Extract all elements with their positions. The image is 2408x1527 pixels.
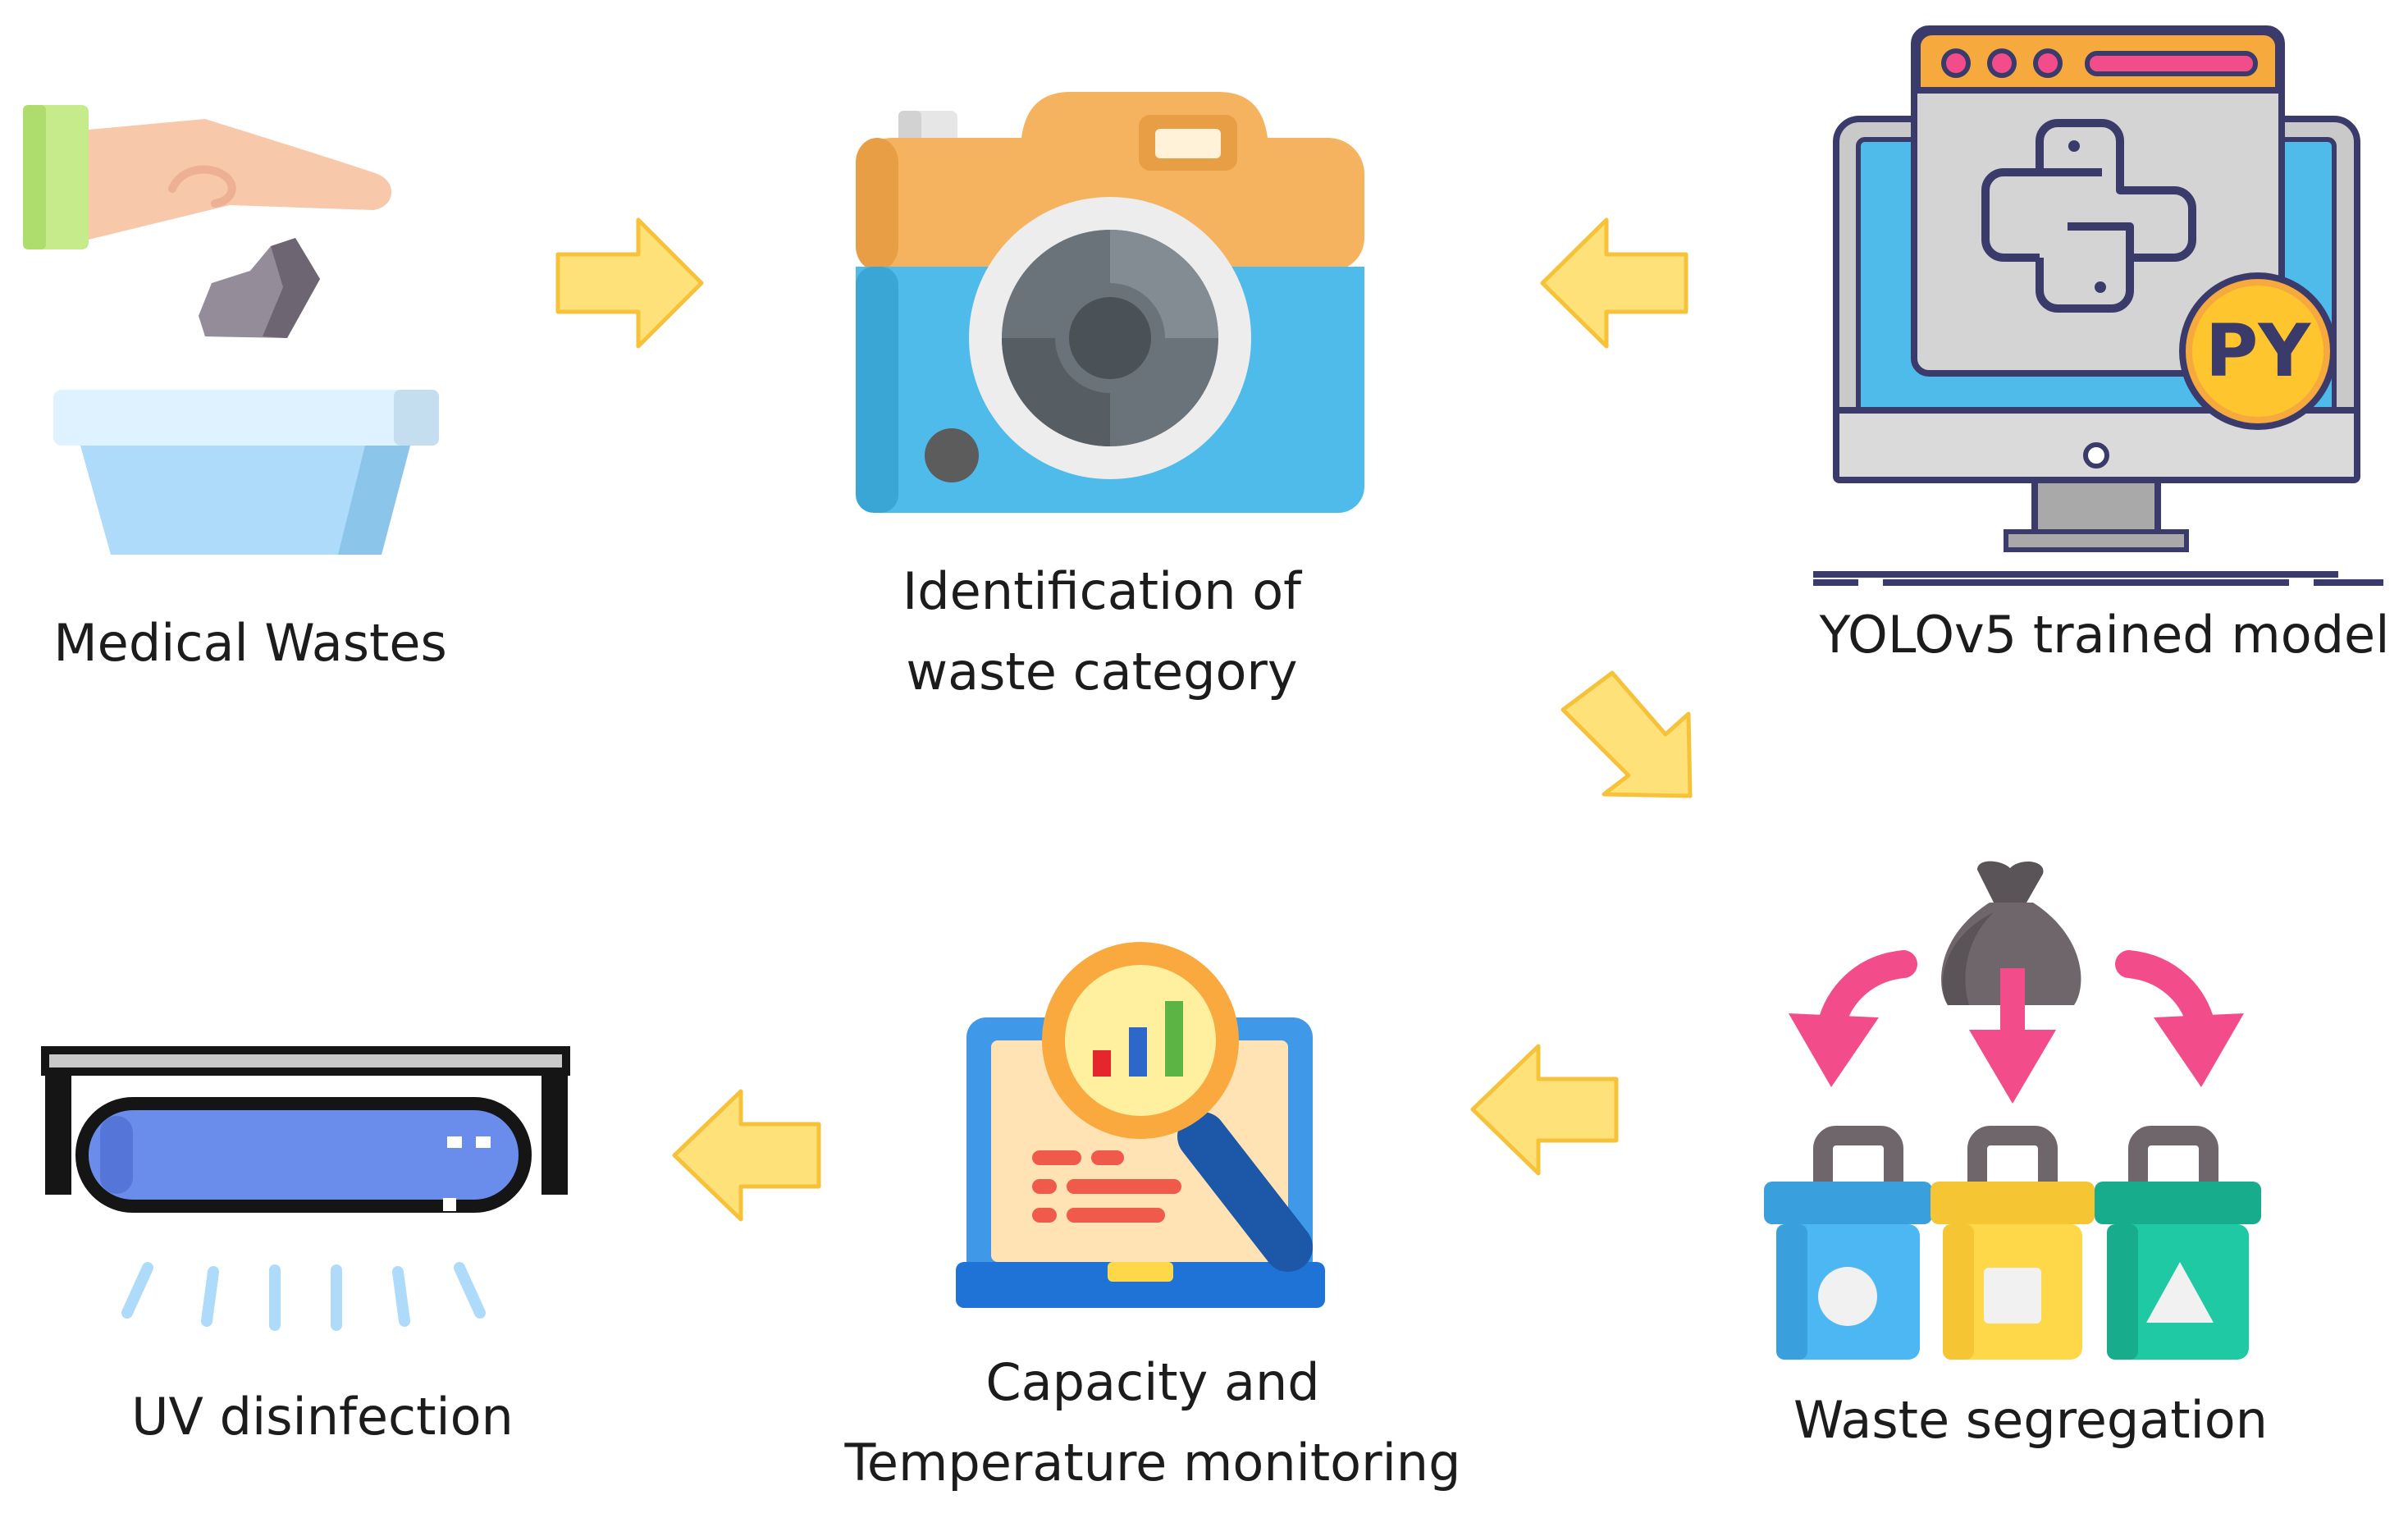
waste-segregation-label: Waste segregation: [1793, 1390, 2268, 1450]
py-badge-text: PY: [2205, 309, 2311, 393]
capacity-label-line1: Capacity and: [985, 1352, 1319, 1412]
capacity-label-line2: Temperature monitoring: [844, 1433, 1461, 1493]
identification-label-line2: waste category: [906, 642, 1297, 702]
uv-lamp-icon: [41, 1046, 570, 1331]
arrow-yolo-to-identification: [1540, 217, 1688, 349]
arrow-monitoring-to-uv: [672, 1089, 821, 1222]
medical-waste-icon: [23, 105, 439, 555]
arrow-medical-to-identification: [555, 217, 704, 349]
waste-segregation-icon: [1764, 861, 2261, 1360]
python-monitor-icon: PY: [1813, 25, 2383, 586]
medical-wastes-label: Medical Wastes: [53, 613, 447, 673]
arrow-identification-to-segregation: [1560, 670, 1693, 798]
uv-disinfection-label: UV disinfection: [131, 1387, 514, 1447]
arrow-segregation-to-monitoring: [1470, 1044, 1619, 1176]
yolo-model-label: YOLOv5 trained model: [1819, 605, 2390, 665]
camera-icon: [856, 92, 1364, 513]
monitoring-laptop-icon: [956, 942, 1325, 1308]
identification-label-line1: Identification of: [902, 561, 1303, 621]
